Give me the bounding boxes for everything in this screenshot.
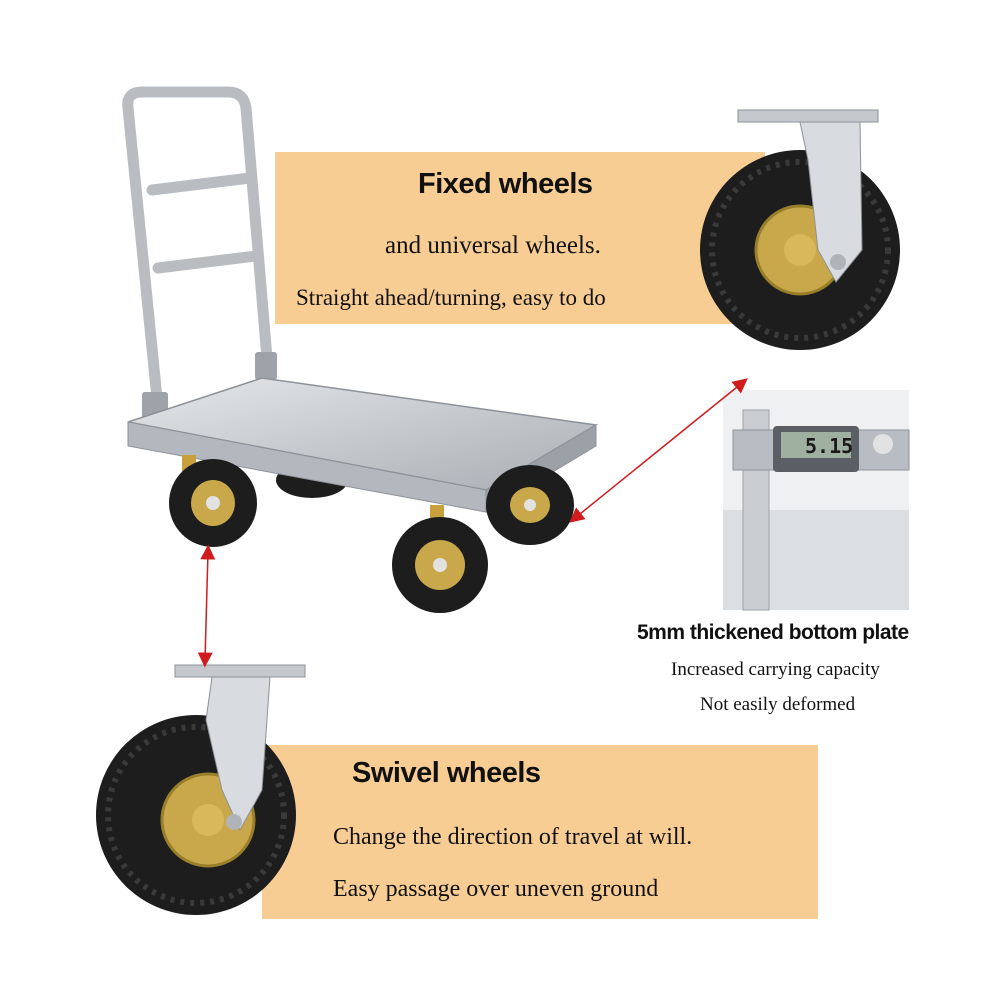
plate-line-1: Increased carrying capacity bbox=[671, 659, 880, 680]
cart-wheel-left bbox=[169, 455, 257, 547]
plate-heading: 5mm thickened bottom plate bbox=[637, 621, 909, 644]
fixed-wheels-line-1: and universal wheels. bbox=[385, 232, 601, 259]
swivel-wheels-line-1: Change the direction of travel at will. bbox=[333, 824, 693, 850]
cart-wheel-right-rear bbox=[486, 465, 574, 545]
swivel-wheels-heading: Swivel wheels bbox=[352, 757, 541, 789]
fixed-wheels-line-2: Straight ahead/turning, easy to do bbox=[296, 285, 606, 310]
swivel-wheels-banner bbox=[262, 745, 818, 919]
plate-line-2: Not easily deformed bbox=[700, 694, 856, 715]
arrow-swivel-wheel bbox=[197, 544, 216, 668]
fixed-wheels-banner bbox=[275, 152, 765, 324]
swivel-wheels-line-2: Easy passage over uneven ground bbox=[333, 876, 659, 902]
fixed-wheels-heading: Fixed wheels bbox=[418, 168, 593, 200]
cart-wheel-front bbox=[392, 505, 488, 613]
arrow-fixed-wheel bbox=[569, 378, 748, 523]
caliper-photo: 5.15 bbox=[723, 390, 910, 611]
caliper-reading: 5.15 bbox=[805, 434, 854, 458]
cart-handle bbox=[122, 86, 274, 414]
